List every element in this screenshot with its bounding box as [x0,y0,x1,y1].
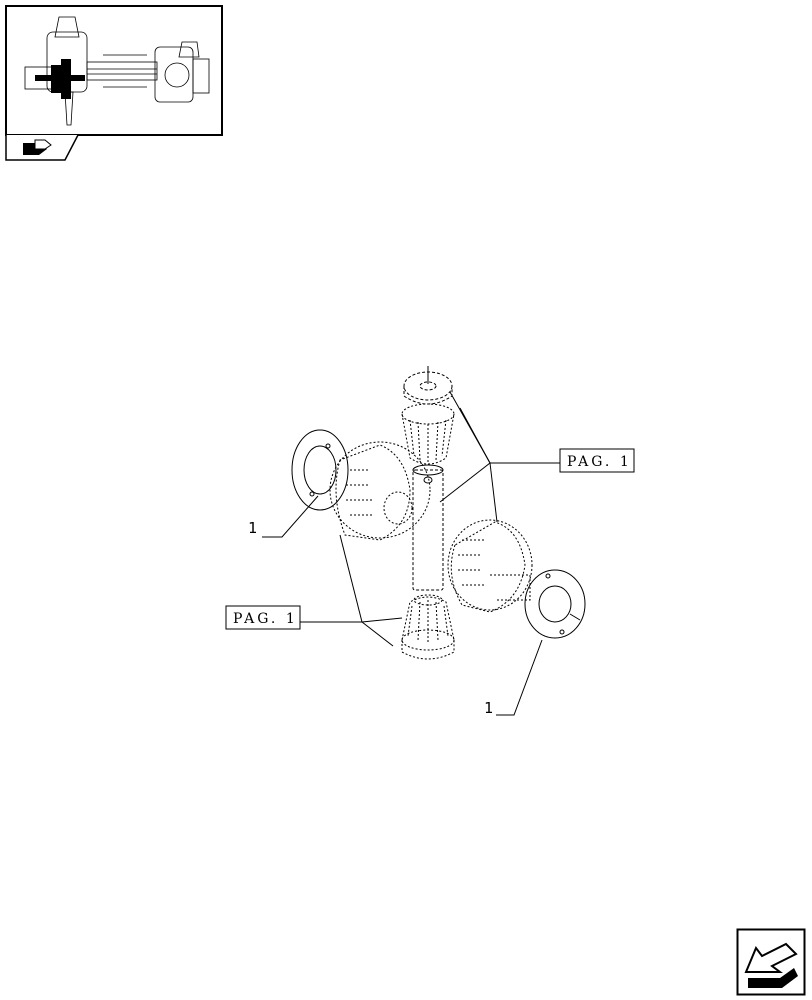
right-thrust-washer [524,569,586,639]
pag-label-left[interactable]: PAG. 1 [233,611,298,627]
bottom-planet-gear [401,594,455,660]
page-icon [23,139,52,155]
ref-label-left-washer: 1 [248,519,257,537]
right-side-gear [447,519,533,613]
leader-lines [262,391,560,716]
ref-label-right-washer: 1 [484,699,493,717]
left-thrust-washer [291,429,349,511]
assembly-thumbnail[interactable] [5,5,223,136]
pag-label-top[interactable]: PAG. 1 [567,454,632,470]
left-side-gear [329,441,431,541]
next-page-arrow-icon [744,942,798,988]
axle-assembly-thumbnail-icon [24,16,210,126]
cross-shaft [412,464,444,591]
next-page-button[interactable] [736,928,806,996]
thumbnail-tab [5,135,79,161]
pag-box-left[interactable] [225,605,301,630]
pag-box-top[interactable] [559,448,635,473]
top-planet-gear [401,403,455,465]
